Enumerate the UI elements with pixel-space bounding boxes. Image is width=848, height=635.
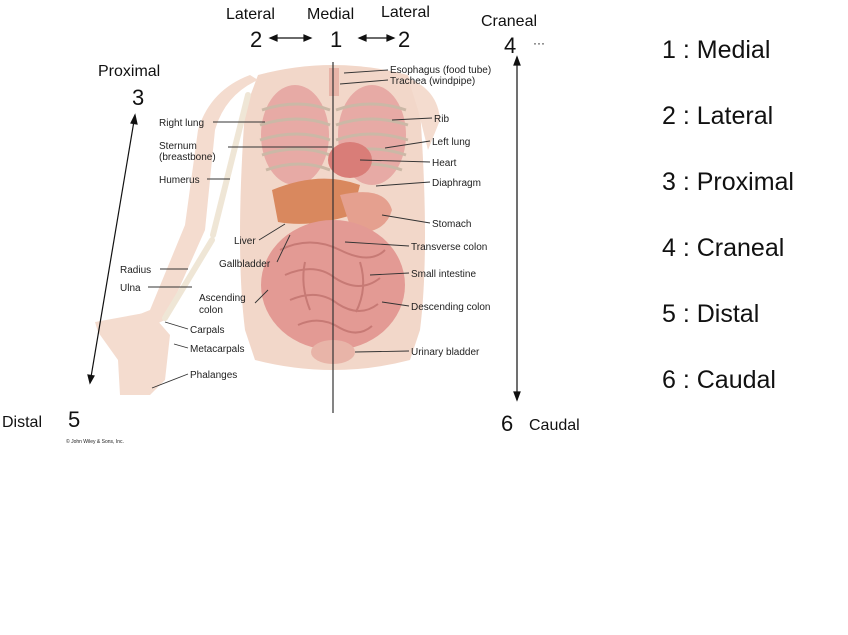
number-lateral-left: 2	[250, 27, 262, 52]
number-proximal: 3	[132, 85, 144, 110]
number-lateral-right: 2	[398, 27, 410, 52]
label-carpals: Carpals	[190, 325, 224, 336]
copyright-text: © John Wiley & Sons, Inc.	[66, 438, 124, 445]
label-left-lung: Left lung	[432, 137, 470, 148]
direction-arrows	[87, 34, 521, 402]
label-medial: Medial	[307, 6, 354, 23]
number-craneal: 4	[504, 33, 516, 58]
legend-item-proximal: 3 : Proximal	[662, 168, 794, 196]
label-ulna: Ulna	[120, 283, 141, 294]
label-urinary-bladder: Urinary bladder	[411, 347, 480, 358]
label-rib: Rib	[434, 114, 449, 125]
legend-item-lateral: 2 : Lateral	[662, 102, 774, 130]
body-illustration	[95, 62, 440, 413]
label-gallbladder: Gallbladder	[219, 259, 271, 270]
label-sternum: Sternum	[159, 141, 197, 152]
label-transverse-colon: Transverse colon	[411, 242, 487, 253]
legend-item-medial: 1 : Medial	[662, 36, 771, 64]
label-diaphragm: Diaphragm	[432, 178, 481, 189]
label-descending-colon: Descending colon	[411, 302, 491, 313]
label-ascending-colon-2: colon	[199, 305, 223, 316]
legend-item-distal: 5 : Distal	[662, 300, 760, 328]
label-lateral-left: Lateral	[226, 6, 275, 23]
label-ascending-colon-1: Ascending	[199, 293, 246, 304]
label-trachea: Trachea (windpipe)	[390, 76, 475, 87]
number-medial: 1	[330, 27, 342, 52]
leader-lines	[148, 69, 433, 389]
label-heart: Heart	[432, 158, 457, 169]
label-small-intestine: Small intestine	[411, 269, 476, 280]
label-humerus: Humerus	[159, 175, 200, 186]
label-liver: Liver	[234, 236, 256, 247]
label-proximal: Proximal	[98, 63, 160, 80]
label-lateral-right: Lateral	[381, 4, 430, 21]
label-phalanges: Phalanges	[190, 370, 237, 381]
legend-item-caudal: 6 : Caudal	[662, 366, 776, 394]
label-metacarpals: Metacarpals	[190, 344, 244, 355]
number-caudal: 6	[501, 411, 513, 436]
label-esophagus: Esophagus (food tube)	[390, 65, 491, 76]
ellipsis-marker: ···	[533, 36, 545, 50]
label-right-lung: Right lung	[159, 118, 204, 129]
label-craneal: Craneal	[481, 13, 537, 30]
label-caudal: Caudal	[529, 417, 580, 434]
label-radius: Radius	[120, 265, 151, 276]
number-distal: 5	[68, 407, 80, 432]
legend-item-craneal: 4 : Craneal	[662, 234, 785, 262]
label-distal: Distal	[2, 414, 42, 431]
label-stomach: Stomach	[432, 219, 471, 230]
label-breastbone: (breastbone)	[159, 152, 216, 163]
arrow-proximal-distal	[89, 114, 136, 384]
